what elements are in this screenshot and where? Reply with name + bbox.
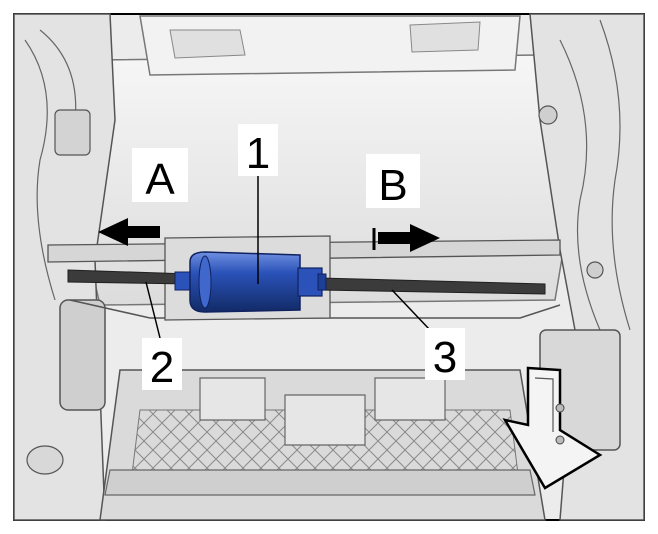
- seat-motor: [174, 251, 327, 313]
- leader-line-2: [145, 281, 161, 339]
- seat-top-detail: [169, 21, 481, 59]
- callout-2: 2: [142, 338, 182, 392]
- right-bolt-mid: [586, 261, 604, 279]
- callout-1-text: 1: [246, 129, 270, 178]
- left-bolt: [26, 445, 64, 475]
- left-motor-housing: [59, 299, 106, 411]
- callout-3: 3: [425, 328, 465, 382]
- left-connector: [54, 109, 91, 156]
- lower-guide-rail: [69, 299, 561, 319]
- right-bolt-upper: [538, 105, 558, 125]
- callout-B: B: [366, 154, 420, 210]
- leader-line-3: [391, 289, 431, 331]
- cushion-bottom-rail: [104, 469, 536, 496]
- view-direction-arrow-icon: [502, 366, 603, 490]
- callout-3-text: 3: [433, 333, 457, 382]
- arrow-right-icon: [378, 224, 440, 252]
- cushion-mount-right: [374, 377, 446, 421]
- cushion-mount-center: [284, 394, 366, 446]
- callout-2-text: 2: [150, 343, 174, 392]
- callout-A-text: A: [145, 155, 175, 204]
- arrow-left-icon: [98, 218, 160, 246]
- callout-1: 1: [238, 124, 278, 178]
- right-frame-detail: [559, 19, 631, 331]
- cushion-mount-left: [199, 377, 266, 421]
- callout-A: A: [132, 148, 188, 204]
- callout-B-text: B: [378, 161, 407, 210]
